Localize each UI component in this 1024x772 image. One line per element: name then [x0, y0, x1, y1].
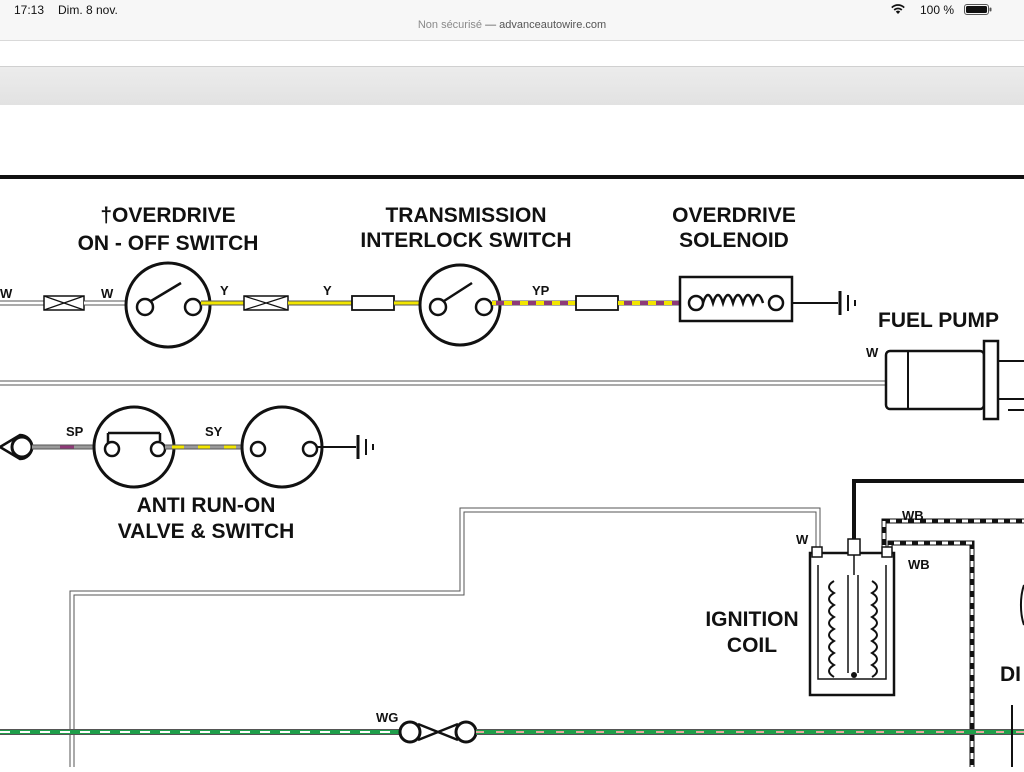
- wire-label-w: W: [101, 286, 114, 301]
- interlock-switch-symbol: [418, 263, 502, 347]
- wiring-diagram: †OVERDRIVE ON - OFF SWITCH TRANSMISSION …: [0, 175, 1024, 767]
- wire-label-y: Y: [323, 283, 332, 298]
- wire-label-w: W: [866, 345, 879, 360]
- fuel-pump-title: FUEL PUMP: [878, 309, 999, 332]
- wire-label-sp: SP: [66, 424, 84, 439]
- ground-symbol: [838, 291, 856, 315]
- battery-icon: [964, 4, 992, 15]
- od-switch-title-2: ON - OFF SWITCH: [78, 232, 259, 255]
- wire-label-y: Y: [220, 283, 229, 298]
- wire-label-w: W: [0, 286, 13, 301]
- site-toolbar: [0, 66, 1024, 106]
- ignition-coil-symbol: [808, 538, 896, 697]
- anti-run-on-title-1: ANTI RUN-ON: [137, 494, 276, 517]
- wifi-icon: [891, 4, 905, 14]
- battery-percent: 100 %: [919, 3, 954, 17]
- url-separator: —: [482, 19, 500, 31]
- wire-label-wb: WB: [908, 557, 930, 572]
- overdrive-solenoid-symbol: [678, 275, 794, 323]
- overdrive-switch-symbol: [124, 261, 212, 349]
- ground-symbol: [356, 435, 374, 459]
- partial-component-title: DI: [1000, 663, 1021, 686]
- ignition-coil-title-2: COIL: [727, 634, 777, 657]
- fuel-pump-symbol: [884, 349, 986, 411]
- wire-label-yp: YP: [532, 283, 550, 298]
- wg-wire: [0, 720, 1024, 744]
- anti-run-on-valve-symbol: [240, 405, 324, 489]
- anti-run-on-title-2: VALVE & SWITCH: [118, 520, 295, 543]
- anti-run-on-switch-symbol: [92, 405, 176, 489]
- ignition-coil-title-1: IGNITION: [705, 608, 798, 631]
- solenoid-title-1: OVERDRIVE: [672, 204, 796, 227]
- status-time: 17:13: [14, 3, 45, 17]
- ignition-coil-circuit: [808, 479, 1024, 767]
- od-switch-title-1: †OVERDRIVE: [100, 204, 235, 227]
- wiring-diagram-page: †OVERDRIVE ON - OFF SWITCH TRANSMISSION …: [0, 105, 1024, 767]
- insecure-label: Non sécurisé: [417, 19, 483, 31]
- inline-connector: [575, 295, 619, 311]
- solenoid-title-2: SOLENOID: [679, 229, 789, 252]
- wire-label-sy: SY: [205, 424, 223, 439]
- url-domain: advanceautowire.com: [499, 19, 607, 31]
- interlock-title-2: INTERLOCK SWITCH: [360, 229, 571, 252]
- wire-label-w: W: [796, 532, 809, 547]
- status-bar: 17:13 Dim. 8 nov. 100 % Non sécurisé — a…: [0, 0, 1024, 41]
- overdrive-circuit: [0, 261, 856, 349]
- fuel-pump-circuit: [0, 339, 1024, 421]
- wire-label-wg: WG: [376, 710, 398, 725]
- interlock-title-1: TRANSMISSION: [385, 204, 546, 227]
- status-date: Dim. 8 nov.: [58, 3, 118, 17]
- address-bar[interactable]: Non sécurisé — advanceautowire.com: [0, 19, 1024, 31]
- inline-connector: [351, 295, 395, 311]
- anti-run-on-circuit: [0, 405, 374, 489]
- wire-label-wb: WB: [902, 508, 924, 523]
